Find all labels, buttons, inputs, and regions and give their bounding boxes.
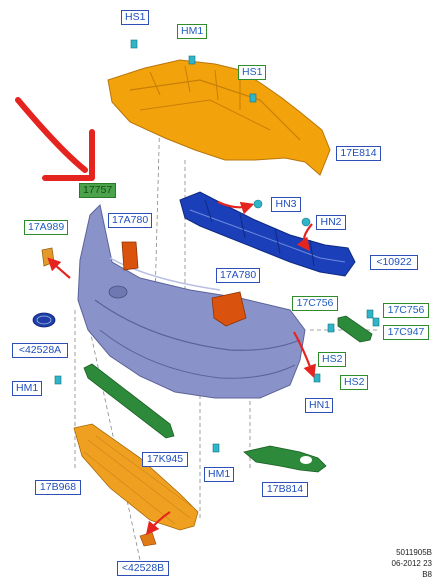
label-hs1-right: HS1 xyxy=(238,65,266,80)
bracket-17a780-middle xyxy=(211,291,247,327)
label-hm1-top: HM1 xyxy=(177,24,207,39)
label-17a989: 17A989 xyxy=(24,220,68,235)
footer-code: 5011905B xyxy=(396,548,432,557)
red-pointer-arrow xyxy=(15,97,95,181)
label-17c947: 17C947 xyxy=(383,325,429,340)
label-17b814: 17B814 xyxy=(262,482,308,497)
label-17k945: 17K945 xyxy=(142,452,188,467)
label-hm1-bottom: HM1 xyxy=(204,467,234,482)
bumper-cover-part xyxy=(77,203,306,399)
bracket-42528b xyxy=(139,531,157,547)
label-17c756-left: 17C756 xyxy=(292,296,338,311)
label-42528b: <42528B xyxy=(117,561,169,576)
bracket-17a780-upper xyxy=(121,241,139,271)
label-17b968: 17B968 xyxy=(35,480,81,495)
label-hm1-left: HM1 xyxy=(12,381,42,396)
bracket-17c947 xyxy=(337,315,373,343)
label-17757: 17757 xyxy=(79,183,116,198)
label-10922: <10922 xyxy=(370,255,418,270)
label-17e814: 17E814 xyxy=(336,146,381,161)
clips xyxy=(54,39,380,453)
label-hn2: HN2 xyxy=(316,215,346,230)
footer-rev: B8 xyxy=(422,570,432,579)
red-arrows xyxy=(47,200,316,536)
footer-date: 06-2012 23 xyxy=(391,559,432,568)
label-42528a: <42528A xyxy=(12,343,68,358)
lower-grille-mesh xyxy=(83,435,195,525)
label-hs2-left: HS2 xyxy=(318,352,346,367)
label-hn3: HN3 xyxy=(271,197,301,212)
energy-absorber-part xyxy=(107,59,331,176)
label-hs2-right: HS2 xyxy=(340,375,368,390)
fog-grille-opening xyxy=(300,456,312,464)
bumper-reinforcement-part xyxy=(179,191,356,277)
label-17a780-upper: 17A780 xyxy=(108,213,152,228)
label-hs1-top: HS1 xyxy=(121,10,149,25)
grille-strip-17k945 xyxy=(83,363,175,439)
label-hn1: HN1 xyxy=(305,398,333,413)
label-17c756-right: 17C756 xyxy=(383,303,429,318)
fog-grille-17b814 xyxy=(243,445,327,473)
ford-badge xyxy=(32,312,56,328)
label-17a780-middle: 17A780 xyxy=(216,268,260,283)
